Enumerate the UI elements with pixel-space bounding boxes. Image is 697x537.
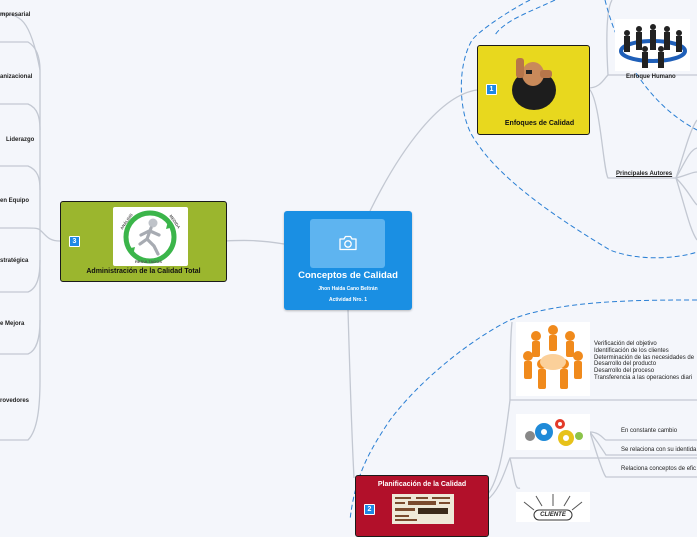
people-circle-image	[619, 24, 687, 68]
camera-frame-person-image	[512, 58, 556, 110]
admin-child-4[interactable]: en Equipo	[0, 198, 29, 204]
planning-steps-list: Verificación del objetivo Identificación…	[594, 341, 694, 382]
admin-child-7[interactable]: rovedores	[0, 398, 30, 404]
running-figure-cycle-image	[123, 210, 177, 264]
cliente-text: CLIENTE	[540, 512, 566, 518]
camera-icon	[339, 235, 357, 251]
central-image-placeholder[interactable]	[310, 219, 385, 268]
node-title: Enfoques de Calidad	[504, 120, 575, 127]
node-number-badge: 3	[69, 236, 80, 247]
planning-step[interactable]: Determinación de las necesidades de	[594, 354, 695, 361]
node-number-badge: 1	[486, 84, 497, 95]
node-planificacion-calidad[interactable]: Planificación de la Calidad 2	[355, 475, 489, 537]
gear-item[interactable]: Relaciona conceptos de efic	[621, 466, 697, 472]
node-administracion-calidad-total[interactable]: ANÁLISIS MEDIDA RESULTADOS 3 Administrac…	[60, 201, 227, 282]
principales-autores-label[interactable]: Principales Autores	[616, 171, 673, 177]
admin-child-3[interactable]: Liderazgo	[6, 137, 35, 143]
admin-child-5[interactable]: stratégica	[0, 258, 29, 264]
planning-step[interactable]: Verificación del objetivo	[594, 341, 657, 347]
central-title: Conceptos de Calidad	[298, 270, 398, 281]
node-number-badge: 2	[364, 504, 375, 515]
enfoque-humano-label[interactable]: Enfoque Humano	[626, 74, 676, 80]
cliente-image: CLIENTE	[516, 492, 590, 522]
teamwork-people-image	[516, 322, 590, 396]
image-text-resultados: RESULTADOS	[135, 259, 162, 264]
node-enfoques-de-calidad[interactable]: 1 Enfoques de Calidad	[477, 45, 590, 135]
analisis-medida-resultados-image: ANÁLISIS MEDIDA RESULTADOS	[113, 207, 188, 266]
planning-step[interactable]: Transferencia a las operaciones diari	[594, 374, 693, 381]
admin-child-6[interactable]: e Mejora	[0, 321, 25, 327]
orange-figures-image	[523, 325, 583, 389]
central-author: Jhon Haida Cano Beltrán	[318, 286, 378, 292]
admin-child-1[interactable]: mpresarial	[0, 12, 31, 18]
gears-image	[516, 414, 590, 450]
enfoque-humano-image	[615, 19, 690, 71]
gear-item[interactable]: En constante cambio	[621, 428, 678, 434]
admin-child-2[interactable]: anizacional	[0, 74, 33, 80]
planning-step[interactable]: Identificación de los clientes	[594, 347, 669, 354]
gear-item[interactable]: Se relaciona con su identida	[621, 447, 697, 453]
planning-step[interactable]: Desarrollo del producto	[594, 361, 657, 368]
gears-graphic	[525, 419, 583, 446]
node-title: Planificación de la Calidad	[377, 481, 467, 488]
planning-step[interactable]: Desarrollo del proceso	[594, 368, 655, 375]
central-activity: Actividad Nro. 1	[328, 297, 368, 303]
node-title: Administración de la Calidad Total	[86, 268, 201, 275]
central-node[interactable]: Conceptos de Calidad Jhon Haida Cano Bel…	[284, 211, 412, 310]
